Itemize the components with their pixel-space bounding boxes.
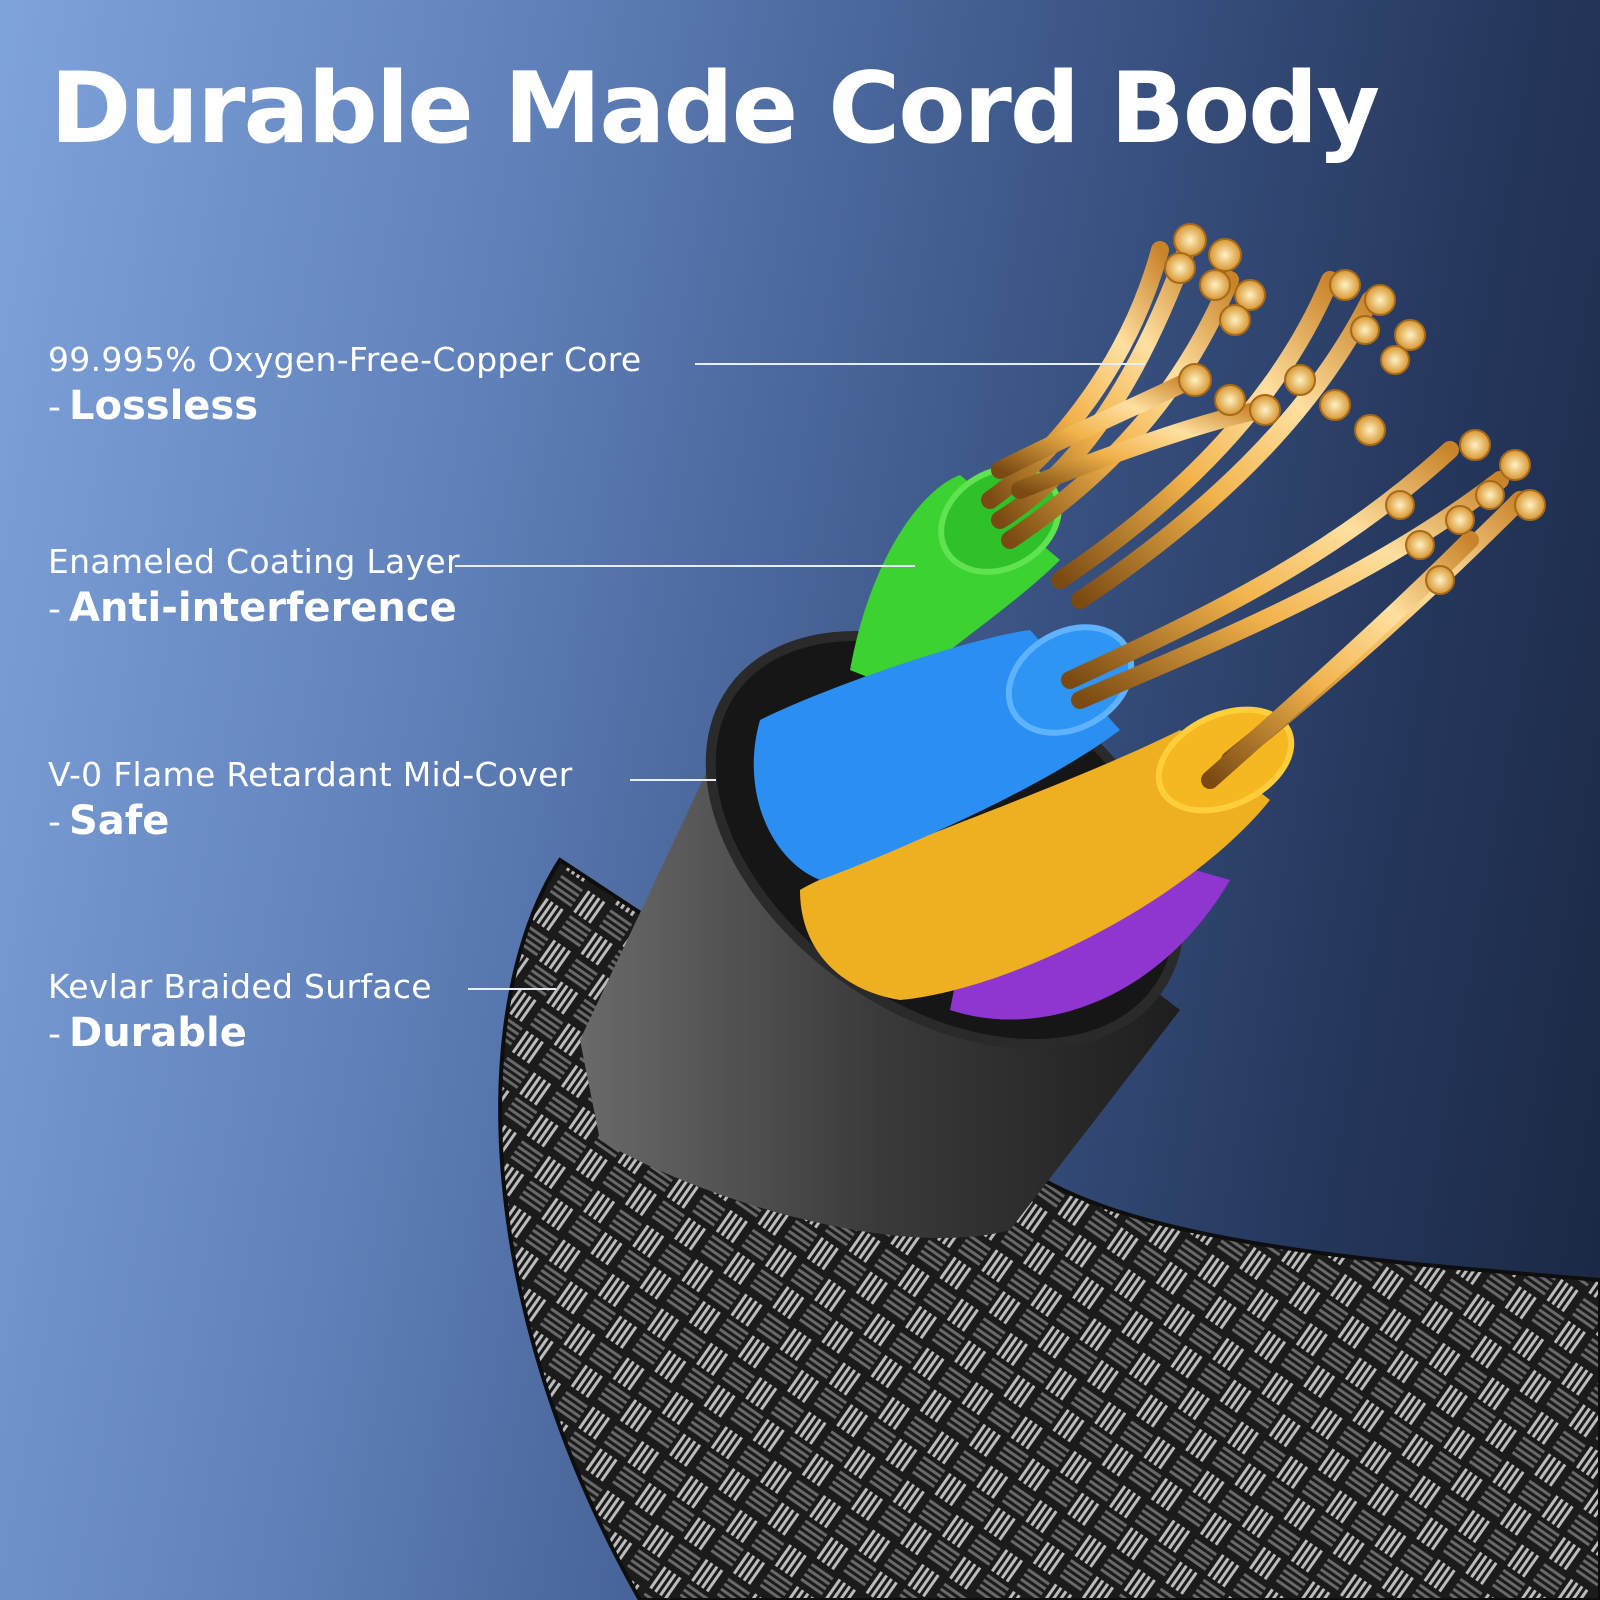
callout-description: Enameled Coating Layer	[48, 542, 460, 581]
callout-benefit-word: Anti-interference	[69, 585, 457, 631]
callout-benefit-word: Safe	[69, 798, 170, 844]
callout-description: Kevlar Braided Surface	[48, 967, 432, 1006]
leader-line-flame-retardant	[630, 779, 716, 781]
callout-benefit-word: Durable	[69, 1010, 247, 1056]
callout-benefit-word: Lossless	[69, 383, 259, 429]
callout-benefit: -Anti-interference	[48, 584, 460, 634]
yellow-wire	[800, 730, 1270, 1000]
callout-dash: -	[48, 387, 61, 428]
leader-line-kevlar-braid	[468, 988, 556, 990]
callout-description: 99.995% Oxygen-Free-Copper Core	[48, 340, 642, 379]
callout-benefit: -Lossless	[48, 382, 642, 432]
copper-strand-tips	[1164, 223, 1546, 595]
callout-benefit: -Durable	[48, 1009, 432, 1059]
copper-strands	[981, 231, 1529, 789]
purple-wire	[950, 860, 1230, 1020]
callout-kevlar-braid: Kevlar Braided Surface -Durable	[48, 965, 432, 1059]
leader-line-enameled-coating	[455, 565, 915, 567]
callout-description: V-0 Flame Retardant Mid-Cover	[48, 755, 573, 794]
callout-copper-core: 99.995% Oxygen-Free-Copper Core -Lossles…	[48, 338, 642, 432]
callout-dash: -	[48, 589, 61, 630]
callout-benefit: -Safe	[48, 797, 573, 847]
callout-dash: -	[48, 1014, 61, 1055]
leader-line-copper-core	[695, 363, 1145, 365]
banner-title: Durable Made Cord Body	[50, 52, 1380, 166]
callout-dash: -	[48, 802, 61, 843]
callout-flame-retardant: V-0 Flame Retardant Mid-Cover -Safe	[48, 753, 573, 847]
callout-enameled-coating: Enameled Coating Layer -Anti-interferenc…	[48, 540, 460, 634]
